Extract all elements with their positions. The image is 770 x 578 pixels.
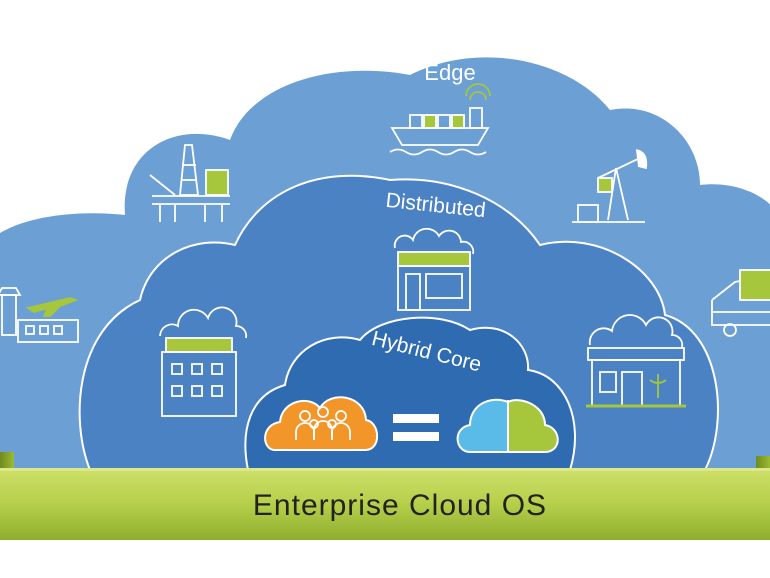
platform-bar-label: Enterprise Cloud OS — [253, 489, 547, 522]
vehicle-icon — [711, 269, 770, 337]
airport-icon — [0, 287, 79, 343]
platform-left-end — [0, 452, 14, 468]
oil-pump-icon — [572, 149, 648, 223]
oil-rig-icon — [149, 144, 230, 222]
edge-label: Edge — [424, 60, 475, 85]
store-icon — [393, 227, 475, 311]
clinic-icon — [586, 314, 686, 408]
enterprise-cloud-os-bar: Enterprise Cloud OS — [0, 468, 770, 540]
equals-sign — [393, 414, 439, 441]
people-cloud-icon — [264, 396, 379, 451]
office-building-icon — [159, 306, 248, 417]
ship-icon — [389, 83, 491, 156]
split-cloud-icon — [456, 398, 559, 453]
